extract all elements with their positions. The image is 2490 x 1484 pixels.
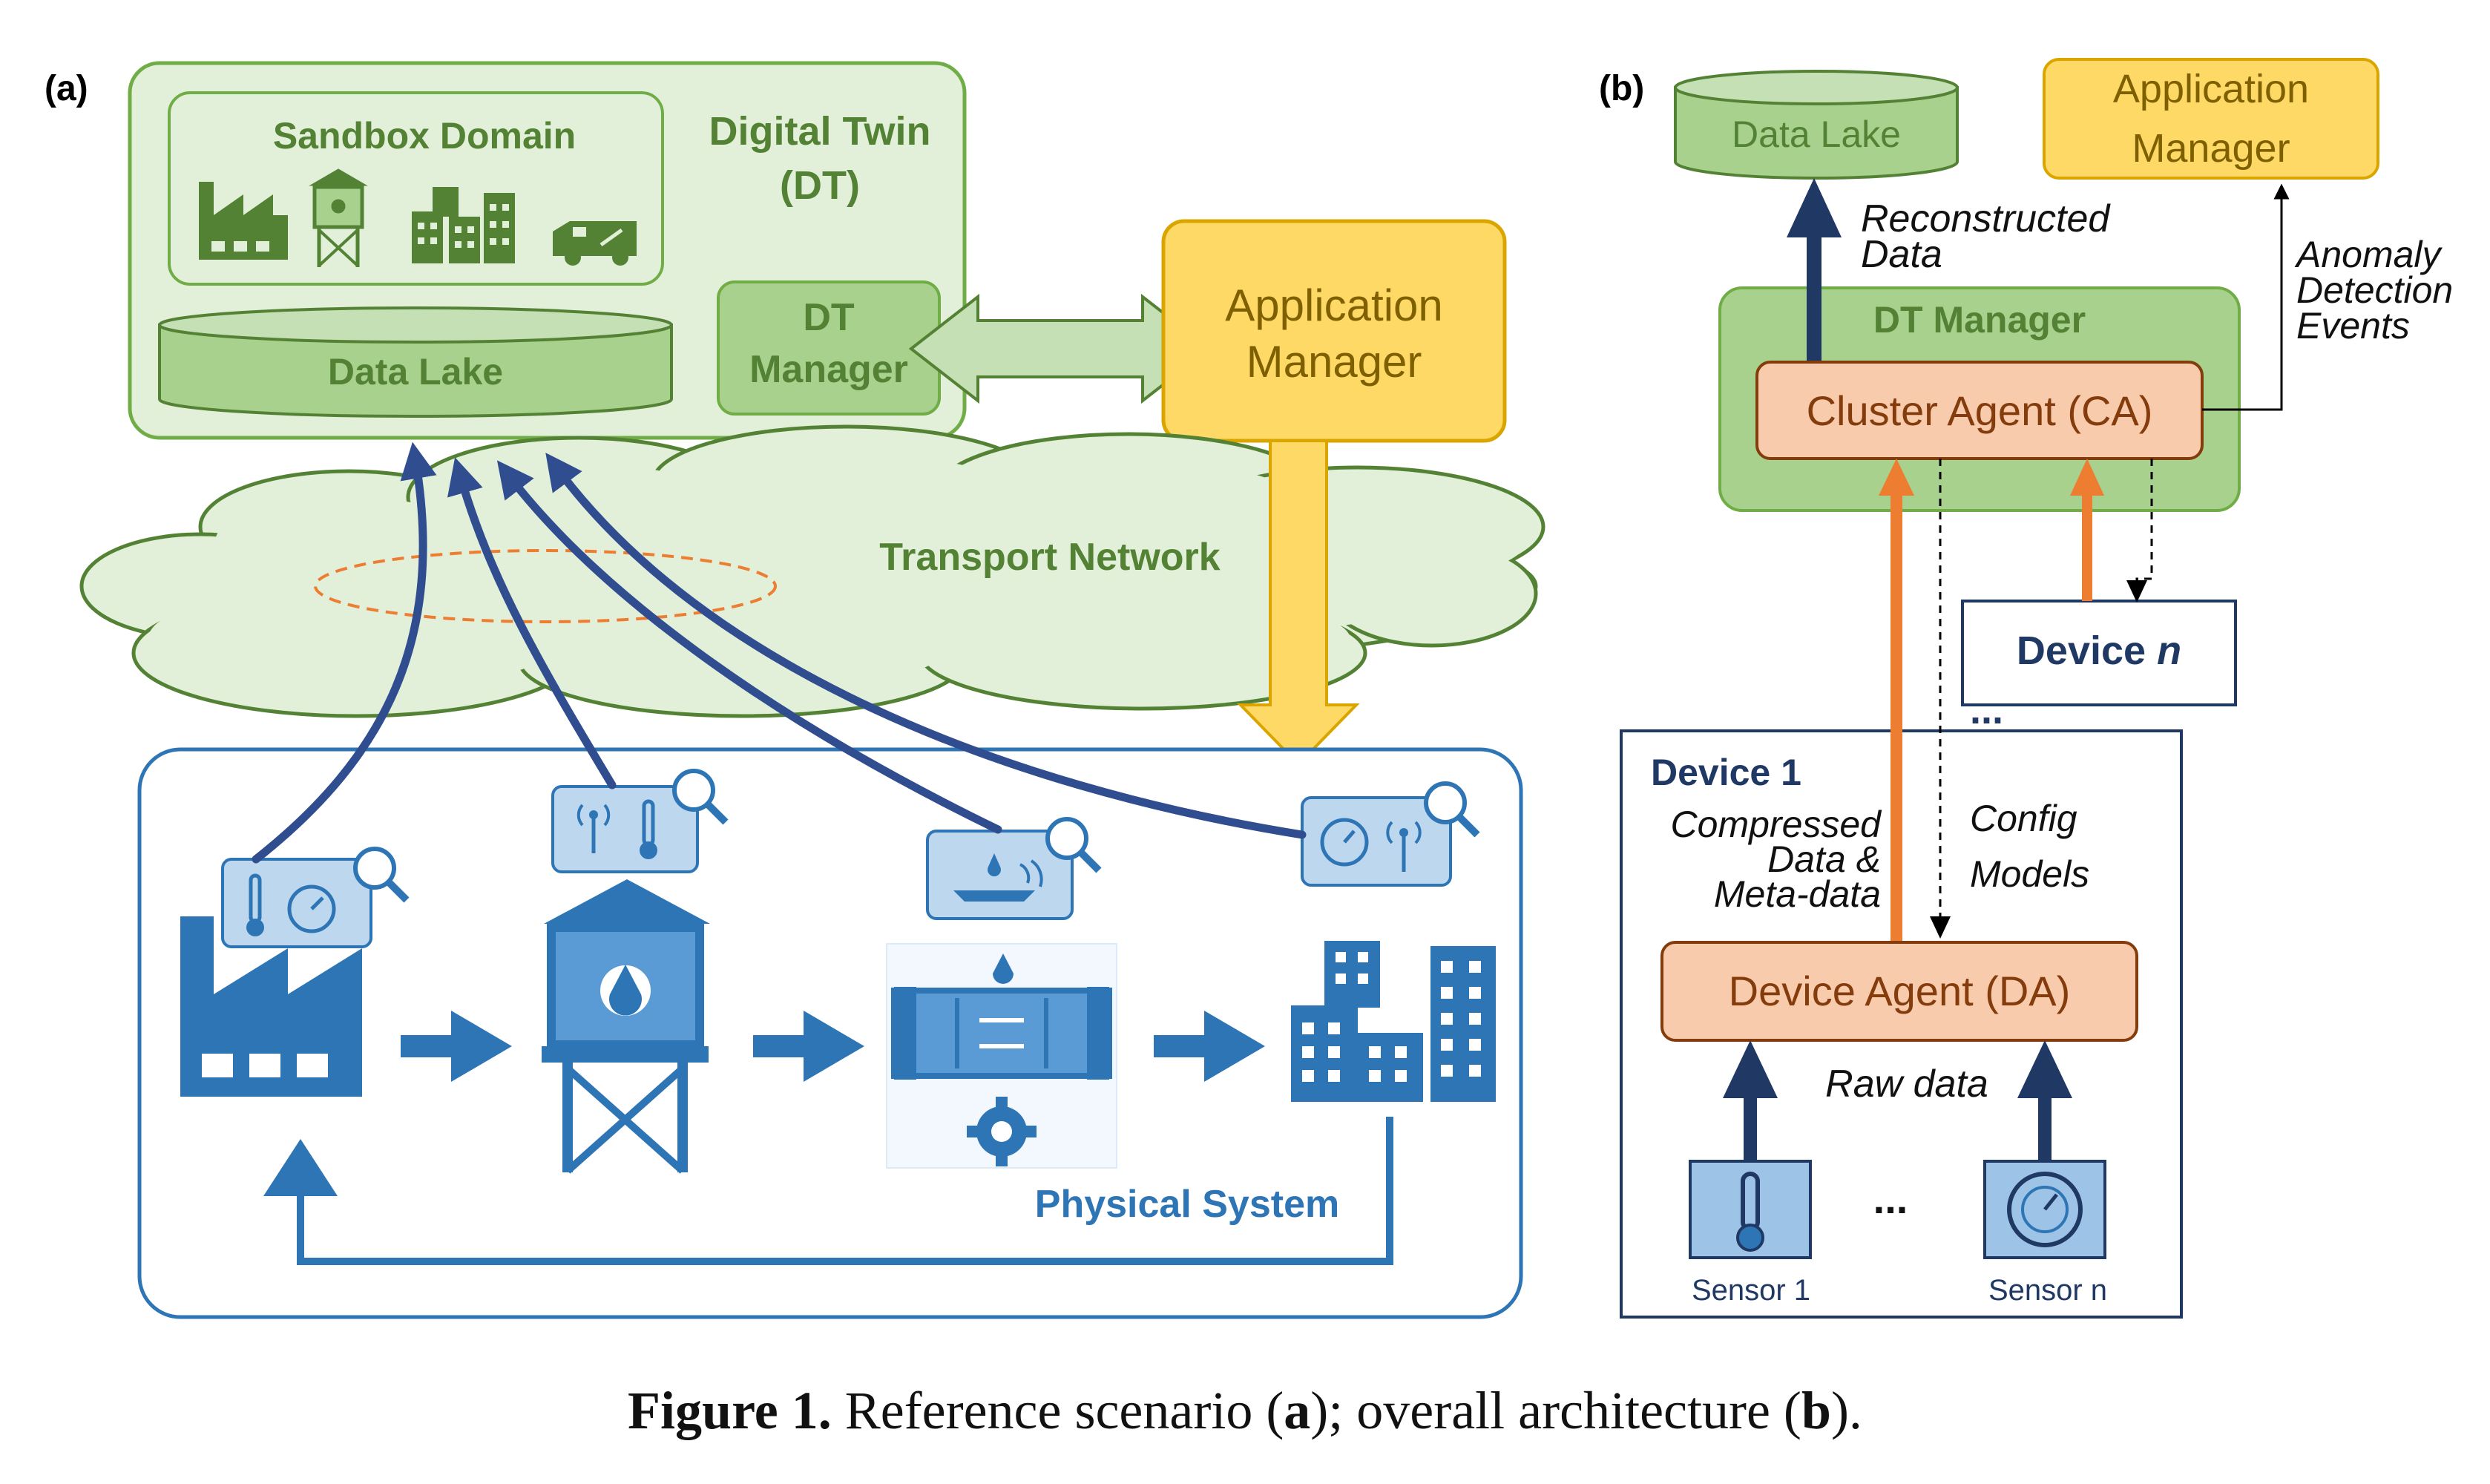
- device-n-label: Device n: [2017, 628, 2181, 673]
- compressed-up-arrow-head: [1879, 459, 1914, 496]
- app-to-physical-arrow: [1237, 439, 1360, 766]
- device-n-box: [1961, 600, 2237, 706]
- sensor-n-icon: [1983, 1160, 2106, 1259]
- figure-caption: Figure 1. Reference scenario (a); overal…: [0, 1380, 2490, 1442]
- data-lake-label-a: Data Lake: [328, 351, 503, 393]
- sandbox-factory-icon: [199, 182, 288, 260]
- device-n-config-dashed: [2135, 459, 2153, 594]
- reconstructed-label-2: Data: [1861, 233, 1942, 276]
- reconstructed-arrow-shaft: [1807, 226, 1821, 364]
- sensor-1-label: Sensor 1: [1692, 1274, 1810, 1307]
- telemetry-arrow-4: [545, 453, 1307, 839]
- buildings-icon: [1291, 941, 1496, 1102]
- app-manager-label-b-2: Manager: [2132, 126, 2290, 171]
- compressed-up-arrow-shaft: [1891, 490, 1902, 942]
- feedback-loop-head: [263, 1139, 338, 1196]
- data-lake-label-b: Data Lake: [1732, 114, 1901, 155]
- dt-manager-label-b: DT Manager: [1873, 299, 2086, 341]
- raw-arrow-1-shaft: [1744, 1087, 1757, 1161]
- compressed-label-3: Meta-data: [1714, 873, 1881, 915]
- anomaly-label-2: Detection: [2296, 269, 2453, 311]
- caption-text-3: ).: [1830, 1381, 1862, 1440]
- anomaly-connector: [2202, 183, 2290, 411]
- caption-text-2: ); overall architecture (: [1310, 1381, 1801, 1440]
- feedback-loop-line: [297, 1117, 1393, 1265]
- sensor-dots: ...: [1873, 1175, 1908, 1222]
- data-lake-cylinder-b: [1674, 70, 1959, 180]
- anomaly-label-1: Anomaly: [2294, 234, 2443, 275]
- app-manager-box-b: [2043, 58, 2379, 180]
- physical-system-label: Physical System: [1035, 1183, 1339, 1226]
- app-manager-label-b-1: Application: [2113, 67, 2309, 111]
- sensor-badge-buildings: [1301, 781, 1480, 887]
- flow-arrow-1: [401, 1011, 512, 1082]
- caption-text-1: Reference scenario (: [831, 1381, 1284, 1440]
- anomaly-label-3: Events: [2296, 305, 2410, 347]
- device-agent-label: Device Agent (DA): [1729, 968, 2071, 1014]
- caption-fig-label: Figure 1.: [628, 1381, 832, 1440]
- sensor-badge-factory: [221, 847, 410, 948]
- device-n-up-arrow-head: [2070, 459, 2104, 496]
- sandbox-domain-title: Sandbox Domain: [273, 115, 576, 157]
- reconstructed-arrow-head: [1787, 178, 1842, 237]
- telemetry-arrow-3: [496, 460, 1002, 834]
- digital-twin-title-2: (DT): [780, 163, 860, 208]
- raw-data-label: Raw data: [1825, 1063, 1988, 1106]
- app-manager-label-a-1: Application: [1225, 280, 1443, 330]
- device-1-label: Device 1: [1651, 752, 1801, 793]
- config-label-2: Models: [1970, 853, 2089, 895]
- cluster-agent-label: Cluster Agent (CA): [1807, 387, 2153, 434]
- water-tower-icon: [542, 879, 710, 1174]
- compressed-label-2: Data &: [1767, 838, 1881, 880]
- transport-network-label: Transport Network: [879, 536, 1220, 579]
- flow-arrow-2: [753, 1011, 864, 1082]
- caption-a: a: [1284, 1381, 1311, 1440]
- panel-b-label: (b): [1599, 69, 1644, 108]
- compressed-label-1: Compressed: [1671, 804, 1883, 845]
- sensor-badge-pipe: [926, 817, 1102, 920]
- caption-b: b: [1801, 1381, 1831, 1440]
- raw-arrow-2-head: [2017, 1040, 2072, 1098]
- panel-a-label: (a): [45, 69, 88, 108]
- sensor-1-icon: [1689, 1160, 1812, 1259]
- sandbox-water-tower-icon: [309, 168, 368, 267]
- digital-twin-title-1: Digital Twin: [709, 109, 931, 154]
- device-n-up-arrow-shaft: [2082, 490, 2092, 601]
- transport-dashed-ring: [314, 549, 777, 623]
- device-dots: ...: [1970, 688, 2003, 732]
- config-dashed-head: [1930, 916, 1951, 939]
- telemetry-arrow-2: [447, 457, 617, 789]
- config-label-1: Config: [1970, 798, 2077, 839]
- pipe-valve-icon: [886, 943, 1117, 1169]
- sandbox-domain-box: [168, 91, 664, 286]
- sensor-n-label: Sensor n: [1988, 1274, 2107, 1307]
- raw-arrow-2-shaft: [2038, 1087, 2052, 1161]
- dt-manager-label-a-1: DT: [803, 296, 855, 339]
- flow-arrow-3: [1154, 1011, 1265, 1082]
- app-manager-label-a-2: Manager: [1246, 337, 1422, 387]
- sandbox-buildings-icon: [412, 187, 515, 263]
- factory-icon: [180, 916, 362, 1097]
- app-manager-box-a: [1161, 219, 1507, 443]
- dt-manager-label-a-2: Manager: [749, 348, 908, 391]
- sensor-badge-tower: [551, 769, 729, 873]
- raw-arrow-1-head: [1723, 1040, 1778, 1098]
- sandbox-van-icon: [553, 221, 637, 266]
- device-agent-box: [1660, 941, 2138, 1042]
- data-lake-cylinder-a: [158, 306, 673, 418]
- telemetry-arrow-1: [252, 441, 437, 864]
- reconstructed-label-1: Reconstructed: [1861, 197, 2111, 240]
